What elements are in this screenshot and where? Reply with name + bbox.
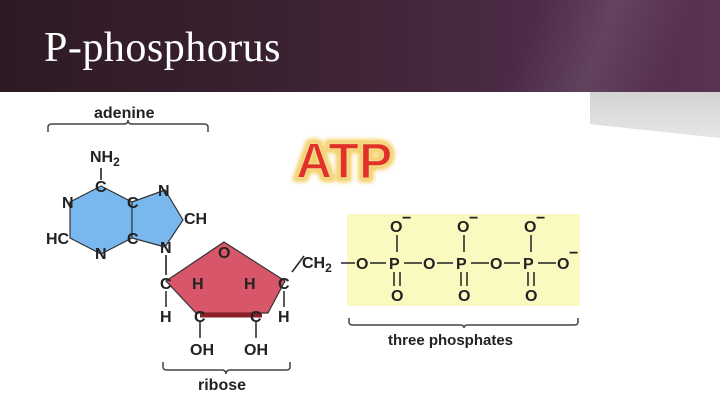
atom-p3: P (523, 256, 534, 273)
atom-c-br: C (250, 309, 262, 326)
atp-diagram: ATP ATP adenine NH2 C N C N CH HC C N N … (0, 92, 720, 405)
phosphates-bracket (348, 318, 579, 329)
adenine-rings (69, 185, 184, 255)
atom-n-left: N (62, 195, 74, 212)
phosphate-box (347, 214, 580, 306)
atom-c-bl: C (194, 309, 206, 326)
atom-hc: HC (46, 231, 70, 248)
charge-o-end: − (569, 245, 578, 262)
phosphate-bonds (341, 235, 556, 286)
atom-c-mid-bot: C (127, 231, 139, 248)
atom-o-bridge1: O (423, 256, 435, 273)
adenine-bracket (47, 119, 209, 132)
atom-o-end: O (557, 256, 569, 273)
ribose-label: ribose (198, 377, 246, 394)
atom-o-top-2: O (457, 219, 469, 236)
charge-o-top-2: − (469, 210, 478, 227)
atom-h-right-in: H (244, 276, 256, 293)
ribose-bracket (162, 362, 291, 375)
atom-o-link: O (356, 256, 368, 273)
atom-h-left-out: H (160, 309, 172, 326)
atp-title: ATP (296, 133, 392, 189)
phosphates-label: three phosphates (388, 332, 513, 349)
atom-n-right-top: N (158, 183, 170, 200)
title-bar-sheen (400, 0, 720, 92)
atom-c-right: C (278, 276, 290, 293)
atom-n-bottom: N (95, 246, 107, 263)
atom-oh-left: OH (190, 342, 214, 359)
atom-h-left-in: H (192, 276, 204, 293)
atom-o-top-3: O (524, 219, 536, 236)
atom-p2: P (456, 256, 467, 273)
atom-ch2: CH2 (302, 255, 332, 275)
atom-c-mid-top: C (127, 195, 139, 212)
atom-o-dbl-2: O (458, 288, 470, 305)
title-bar: P-phosphorus (0, 0, 720, 92)
adenine-bonds (100, 168, 167, 275)
atom-h-right-out: H (278, 309, 290, 326)
slide-title: P-phosphorus (44, 25, 282, 71)
atom-n-glyco: N (160, 240, 172, 257)
atp-structure-svg: ATP ATP adenine NH2 C N C N CH HC C N N … (46, 105, 580, 394)
atom-o-ring: O (218, 245, 230, 262)
atom-c-left: C (160, 276, 172, 293)
adenine-label: adenine (94, 105, 155, 122)
atom-o-top-1: O (390, 219, 402, 236)
charge-o-top-1: − (402, 210, 411, 227)
atom-c-top: C (95, 179, 107, 196)
ribose-bonds (165, 255, 305, 338)
atom-ch: CH (184, 211, 207, 228)
atom-p1: P (389, 256, 400, 273)
atom-o-dbl-1: O (391, 288, 403, 305)
atom-o-bridge2: O (490, 256, 502, 273)
charge-o-top-3: − (536, 210, 545, 227)
atom-nh2: NH2 (90, 149, 120, 169)
atom-o-dbl-3: O (525, 288, 537, 305)
atom-oh-right: OH (244, 342, 268, 359)
atp-title-glow: ATP (296, 133, 392, 189)
